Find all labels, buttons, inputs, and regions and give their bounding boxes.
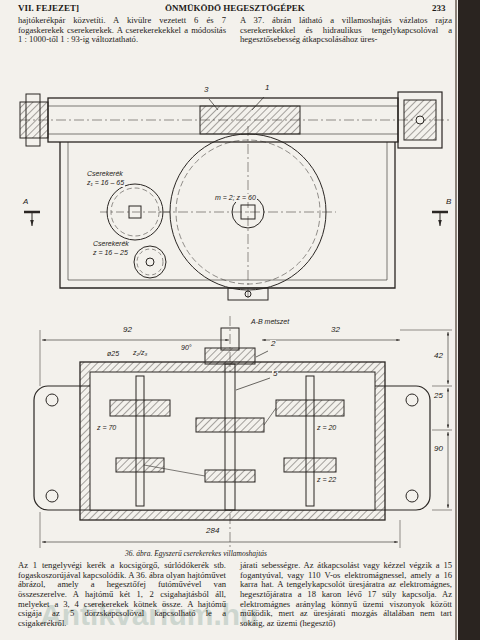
drawing-stroke xyxy=(46,394,58,406)
drawing-stroke xyxy=(137,249,163,275)
drawing-stroke xyxy=(416,116,424,124)
drawing-stroke xyxy=(60,142,395,288)
drawing-stroke xyxy=(42,542,398,543)
dimension-number: 42 xyxy=(433,352,444,361)
drawing-stroke xyxy=(432,386,452,387)
drawing-stroke xyxy=(264,408,276,425)
drawing-stroke xyxy=(432,430,452,431)
drawing-stroke xyxy=(248,126,249,298)
drawing-label: z₁ = 16 – 65 xyxy=(86,179,125,187)
body-text: hajtókerékpár közvetíti. A kivülre vezet… xyxy=(18,16,226,45)
drawing-stroke xyxy=(144,465,205,476)
dimension-number: 1 xyxy=(264,84,270,93)
drawing-stroke xyxy=(42,340,229,341)
drawing-label: Cserekerék xyxy=(92,240,130,248)
drawing-label: ø25 xyxy=(106,350,120,358)
dimension-number: B xyxy=(445,198,452,207)
dimension-number: 90 xyxy=(433,445,444,454)
drawing-stroke xyxy=(80,362,385,520)
drawing-stroke xyxy=(200,106,300,134)
drawing-label: z = 20 xyxy=(316,424,337,432)
book-edge xyxy=(456,0,480,640)
drawing-stroke xyxy=(245,291,251,297)
drawing-stroke xyxy=(116,458,164,472)
drawing-stroke xyxy=(20,102,48,138)
drawing-stroke xyxy=(400,520,401,548)
drawing-stroke xyxy=(458,0,480,640)
body-text: Az 1 tengelyvégi kerék a kocsigörgő, súr… xyxy=(18,561,226,628)
drawing-stroke xyxy=(40,330,41,386)
top-view xyxy=(20,92,452,300)
figure-caption: 36. ábra. Egyszerű cserekerekes villamos… xyxy=(125,549,267,558)
drawing-stroke xyxy=(205,470,255,482)
drawing-stroke xyxy=(398,92,442,148)
running-head: 233 xyxy=(432,4,446,14)
drawing-stroke xyxy=(448,332,449,384)
drawing-stroke xyxy=(100,212,170,213)
drawing-stroke xyxy=(146,258,154,266)
drawing-stroke xyxy=(68,142,387,280)
drawing-stroke xyxy=(196,418,264,432)
dimension-number: 92 xyxy=(122,326,133,335)
drawing-stroke xyxy=(400,330,452,331)
drawing-stroke xyxy=(256,351,268,357)
drawing-stroke xyxy=(455,0,457,640)
drawing-stroke xyxy=(284,458,336,472)
drawing-stroke xyxy=(209,99,218,110)
drawing-stroke xyxy=(46,490,58,502)
drawing-stroke xyxy=(252,97,264,110)
drawing-stroke xyxy=(448,432,449,508)
dimension-number: 32 xyxy=(330,326,341,335)
drawing-label: 90° xyxy=(180,344,193,352)
drawing-stroke xyxy=(406,394,418,406)
running-head: VII. FEJEZET] xyxy=(18,4,79,14)
drawing-stroke xyxy=(236,378,270,390)
drawing-label: Cserekerék xyxy=(86,170,124,178)
drawing-stroke xyxy=(404,100,436,140)
drawing-label: m = 2; z = 60 xyxy=(214,194,257,202)
running-head: ÖNMŰKÖDŐ HEGESZTŐGÉPEK xyxy=(165,4,305,14)
drawing-label: A-B metszet xyxy=(250,318,290,326)
drawing-stroke xyxy=(406,490,418,502)
drawing-label: z = 22 xyxy=(316,476,337,484)
body-text: járati sebességre. Az átkapcsolást vagy … xyxy=(240,561,452,628)
drawing-stroke xyxy=(225,364,235,510)
drawing-stroke xyxy=(262,340,400,341)
drawing-label: z = 16 – 25 xyxy=(92,249,129,257)
drawing-stroke xyxy=(306,376,314,506)
dimension-number: 3 xyxy=(203,86,209,95)
dimension-number: A xyxy=(22,198,29,207)
dimension-number: 5 xyxy=(272,370,278,379)
drawing-stroke xyxy=(205,348,255,364)
dimension-number: 25 xyxy=(433,392,444,401)
dimension-number: 2 xyxy=(270,340,276,349)
body-text: A 37. ábrán látható a villamoshajtás váz… xyxy=(240,16,452,45)
drawing-label: z = 70 xyxy=(96,424,117,432)
drawing-stroke xyxy=(440,212,441,226)
drawing-stroke xyxy=(448,388,449,428)
drawing-label: z₂/z₃ xyxy=(132,349,148,357)
drawing-stroke xyxy=(90,372,375,510)
dimension-number: 284 xyxy=(205,527,220,536)
drawing-stroke xyxy=(432,510,452,511)
section-view xyxy=(34,316,452,548)
drawing-stroke xyxy=(40,512,41,548)
drawing-stroke xyxy=(26,94,40,146)
drawing-stroke xyxy=(110,400,170,416)
drawing-stroke xyxy=(221,328,239,350)
drawing-stroke xyxy=(228,288,268,300)
drawing-stroke xyxy=(136,376,144,506)
drawing-stroke xyxy=(32,212,33,226)
drawing-stroke xyxy=(134,246,166,278)
drawing-stroke xyxy=(276,400,344,416)
